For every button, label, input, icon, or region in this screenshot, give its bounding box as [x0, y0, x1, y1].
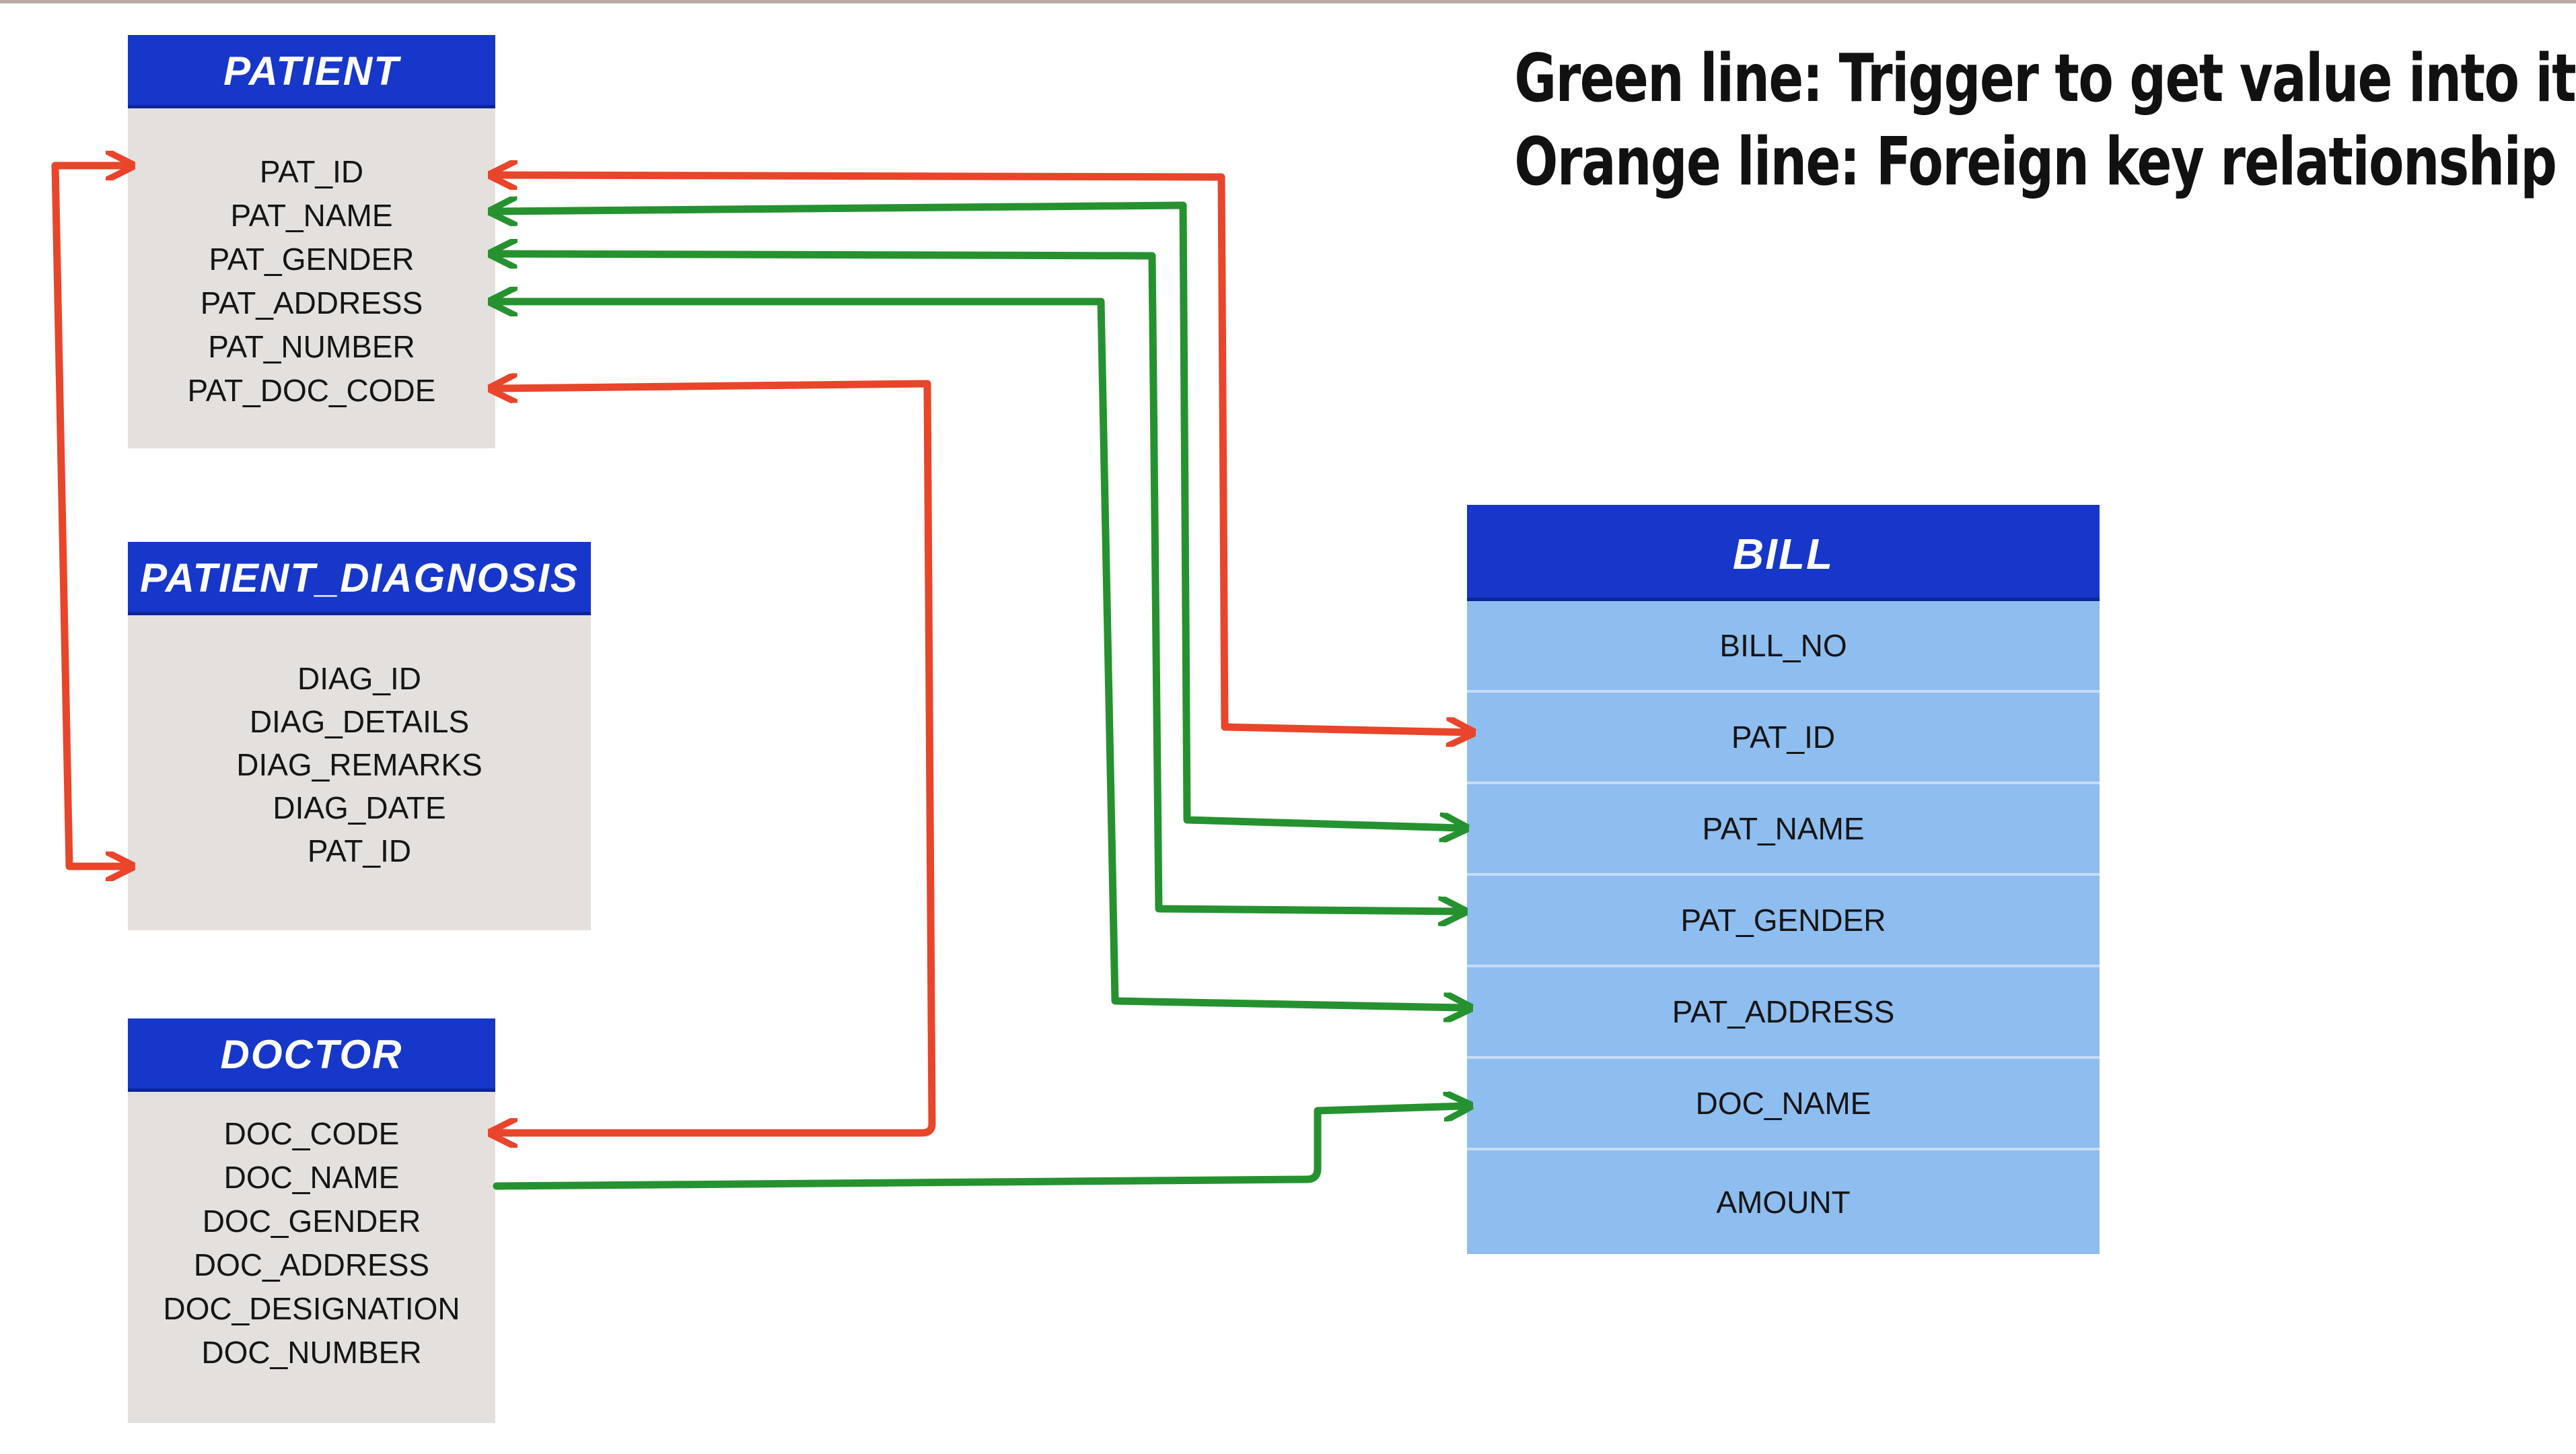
- field-diag-details: DIAG_DETAILS: [249, 704, 470, 739]
- field-doc-address: DOC_ADDRESS: [193, 1247, 430, 1282]
- field-bill-pat-gender: PAT_GENDER: [1467, 876, 2100, 967]
- bill-table-title: BILL: [1467, 505, 2100, 601]
- trigger-line-pat-address: [497, 302, 1464, 1008]
- field-doc-code: DOC_CODE: [223, 1116, 400, 1151]
- field-pat-number: PAT_NUMBER: [208, 329, 415, 364]
- field-bill-pat-name: PAT_NAME: [1467, 784, 2100, 876]
- trigger-line-pat-gender: [497, 254, 1459, 911]
- trigger-line-doc-name: [493, 1106, 1464, 1190]
- field-doc-designation: DOC_DESIGNATION: [163, 1291, 460, 1326]
- bill-table-fields: BILL_NO PAT_ID PAT_NAME PAT_GENDER PAT_A…: [1467, 601, 2100, 1254]
- field-pat-name: PAT_NAME: [230, 198, 393, 233]
- fk-line-diagnosis-pat-id: [51, 166, 127, 866]
- field-bill-pat-address: PAT_ADDRESS: [1467, 967, 2100, 1059]
- field-bill-amount: AMOUNT: [1716, 1185, 1851, 1220]
- field-bill-pat-id: PAT_ID: [1467, 693, 2100, 784]
- field-diag-pat-id: PAT_ID: [307, 833, 412, 868]
- fk-line-doc-code: [497, 384, 936, 1133]
- field-diag-remarks: DIAG_REMARKS: [236, 747, 482, 782]
- field-pat-id: PAT_ID: [259, 154, 364, 189]
- doctor-table-title: DOCTOR: [128, 1018, 495, 1092]
- field-pat-gender: PAT_GENDER: [209, 242, 415, 277]
- field-bill-no: BILL_NO: [1467, 601, 2100, 693]
- patient-table: PATIENT PAT_ID PAT_NAME PAT_GENDER PAT_A…: [128, 35, 495, 448]
- field-diag-date: DIAG_DATE: [273, 790, 446, 825]
- field-diag-id: DIAG_ID: [297, 661, 422, 696]
- patient-table-fields: PAT_ID PAT_NAME PAT_GENDER PAT_ADDRESS P…: [128, 108, 495, 448]
- top-border: [0, 0, 2576, 3]
- doctor-table: DOCTOR DOC_CODE DOC_NAME DOC_GENDER DOC_…: [128, 1018, 495, 1423]
- field-doc-gender: DOC_GENDER: [202, 1204, 421, 1239]
- patient-table-title: PATIENT: [128, 35, 495, 108]
- field-doc-number: DOC_NUMBER: [201, 1335, 422, 1370]
- field-pat-doc-code: PAT_DOC_CODE: [187, 373, 436, 408]
- field-doc-name: DOC_NAME: [223, 1160, 400, 1195]
- field-bill-doc-name: DOC_NAME: [1467, 1059, 2100, 1150]
- bill-table: BILL BILL_NO PAT_ID PAT_NAME PAT_GENDER …: [1467, 505, 2100, 1254]
- field-pat-address: PAT_ADDRESS: [200, 285, 423, 320]
- doctor-table-fields: DOC_CODE DOC_NAME DOC_GENDER DOC_ADDRESS…: [128, 1092, 495, 1423]
